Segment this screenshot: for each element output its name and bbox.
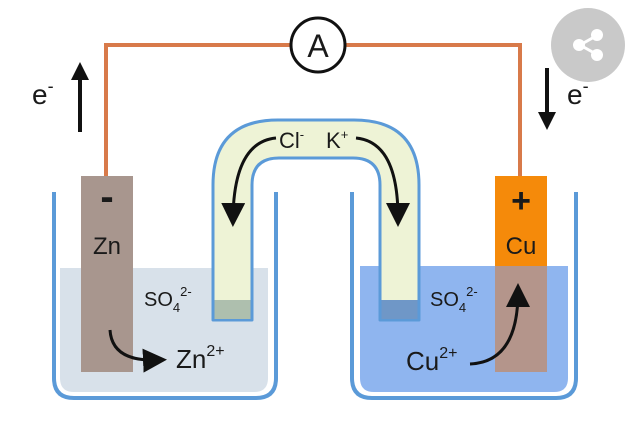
left-sulfate-label: SO42- xyxy=(144,284,192,315)
zinc-oxidation-arrow xyxy=(108,329,167,373)
share-icon xyxy=(573,29,603,61)
copper-ion-label: Cu2+ xyxy=(406,345,458,376)
electron-flow-right: e- xyxy=(538,68,589,130)
cathode-sign: + xyxy=(511,182,531,220)
left-beaker-outline xyxy=(52,192,278,400)
electron-flow-left: e- xyxy=(32,62,89,132)
copper-electrode-bottom xyxy=(495,266,547,372)
salt-bridge-left-plug xyxy=(214,300,251,319)
ammeter-label: A xyxy=(307,28,329,64)
chloride-ion-label: Cl- xyxy=(279,127,304,153)
salt-bridge-right-plug xyxy=(381,300,418,319)
potassium-ion-label: K+ xyxy=(326,127,348,153)
electron-left-label: e- xyxy=(32,76,54,110)
right-beaker-outline xyxy=(350,192,578,400)
anode-sign: - xyxy=(100,175,113,219)
right-sulfate-label: SO42- xyxy=(430,284,478,315)
zinc-electrode: - Zn xyxy=(81,175,133,372)
copper-electrode-top xyxy=(495,176,547,266)
copper-reduction-arrow xyxy=(469,283,530,366)
salt-bridge: Cl- K+ xyxy=(211,118,421,322)
zinc-electrode-body xyxy=(81,176,133,372)
electron-down-arrowhead xyxy=(538,112,556,130)
potassium-flow-arrow xyxy=(355,136,410,227)
copper-label: Cu xyxy=(506,233,537,260)
chloride-flow-arrow xyxy=(221,136,277,227)
electron-up-arrowhead xyxy=(71,62,89,80)
share-button[interactable] xyxy=(551,8,625,82)
ammeter-circle xyxy=(289,16,347,74)
salt-bridge-label-bg xyxy=(275,126,365,152)
zinc-label: Zn xyxy=(93,233,121,260)
circuit-wire xyxy=(104,43,522,178)
copper-electrode: + Cu xyxy=(495,176,547,372)
ammeter: A xyxy=(289,16,347,74)
electron-right-label: e- xyxy=(567,76,589,110)
zinc-ion-label: Zn2+ xyxy=(176,343,225,374)
